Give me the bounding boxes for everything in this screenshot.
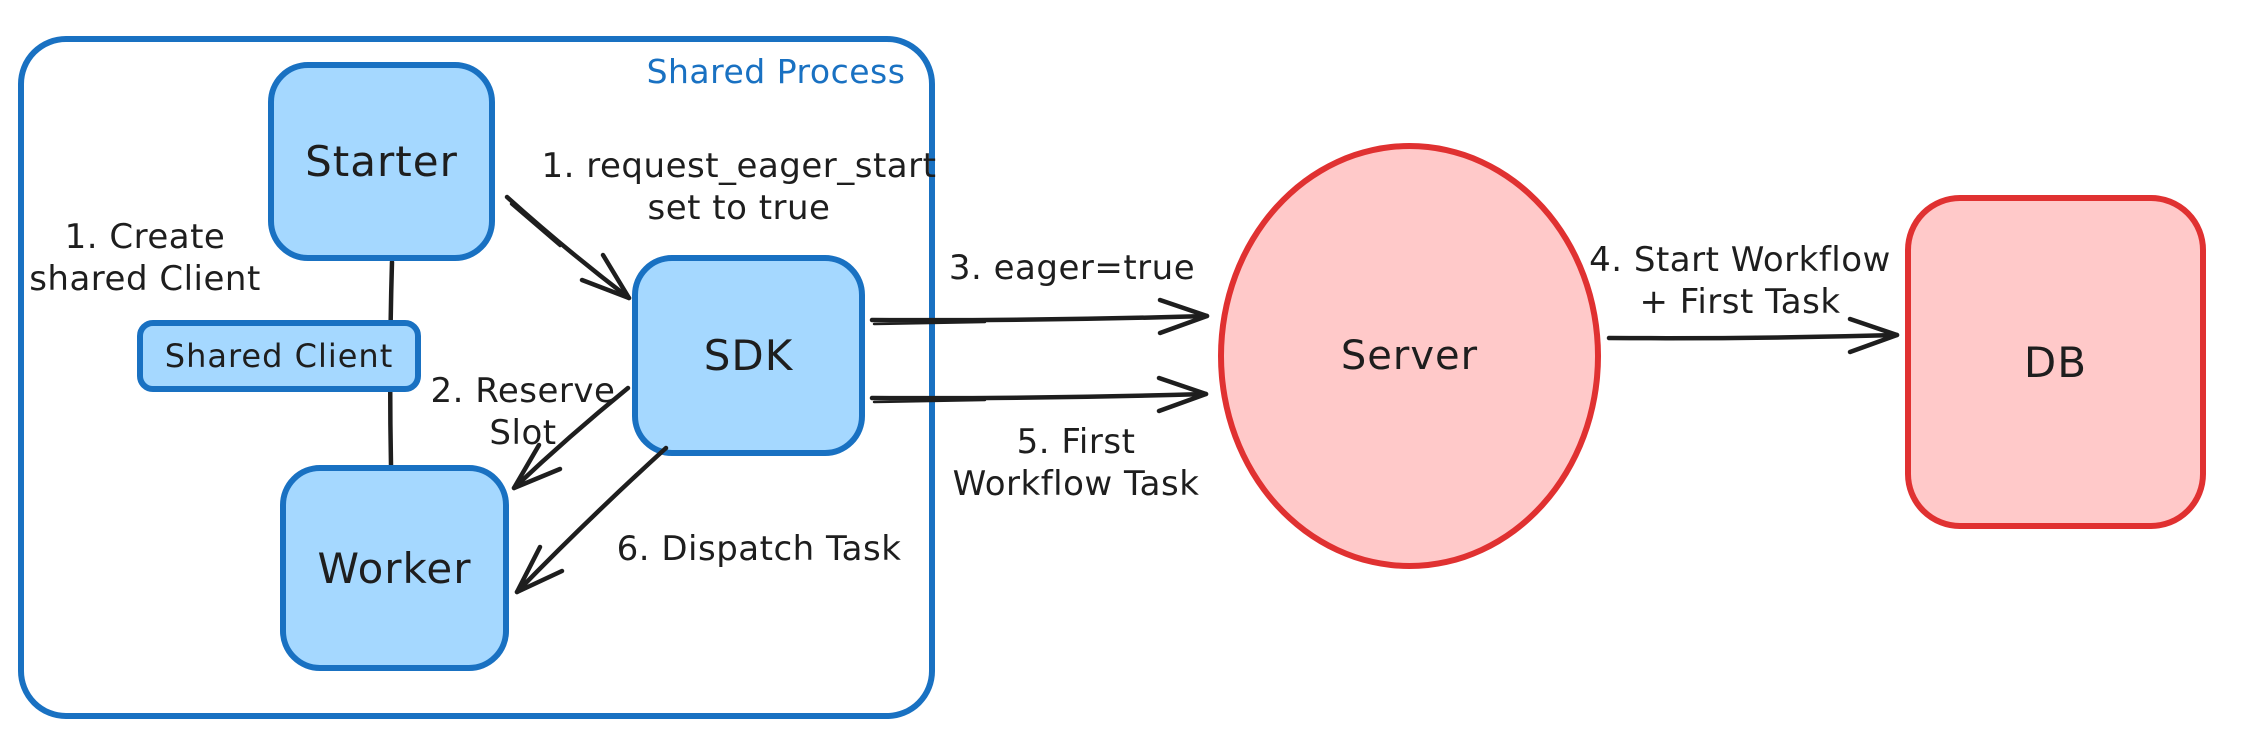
db-label: DB — [2023, 337, 2088, 387]
shared-process-label: Shared Process — [646, 52, 906, 91]
shared-process-container — [18, 36, 935, 719]
sdk-label: SDK — [703, 331, 794, 380]
arrow-server-to-db — [1606, 316, 1900, 355]
node-shared-client: Shared Client — [137, 320, 421, 392]
arrow-sdk-to-server-eager — [869, 297, 1210, 336]
arrow-sdk-to-worker-dispatch-task — [514, 445, 669, 595]
arrow-sdk-to-server-first-task — [869, 375, 1209, 414]
annotation-create-shared-client: 1. Create shared Client — [29, 217, 261, 299]
annotation-start-workflow: 4. Start Workflow + First Task — [1589, 240, 1891, 322]
annotation-eager-true: 3. eager=true — [948, 248, 1196, 288]
annotation-request-eager-start: 1. request_eager_start set to true — [541, 146, 937, 228]
node-worker: Worker — [280, 465, 509, 671]
arrow-starter-to-sdk — [504, 194, 632, 301]
node-db: DB — [1905, 195, 2206, 529]
starter-label: Starter — [305, 137, 458, 186]
node-server: Server — [1218, 143, 1601, 569]
annotation-reserve-slot: 2. Reserve Slot — [430, 371, 616, 453]
annotation-dispatch-task: 6. Dispatch Task — [616, 529, 902, 569]
worker-label: Worker — [317, 543, 472, 593]
node-sdk: SDK — [632, 255, 865, 456]
annotation-first-workflow-task: 5. First Workflow Task — [952, 422, 1200, 504]
server-label: Server — [1340, 333, 1479, 379]
arrow-sdk-to-worker-reserve-slot — [511, 385, 631, 491]
shared-client-label: Shared Client — [164, 337, 394, 375]
node-starter: Starter — [268, 62, 495, 261]
